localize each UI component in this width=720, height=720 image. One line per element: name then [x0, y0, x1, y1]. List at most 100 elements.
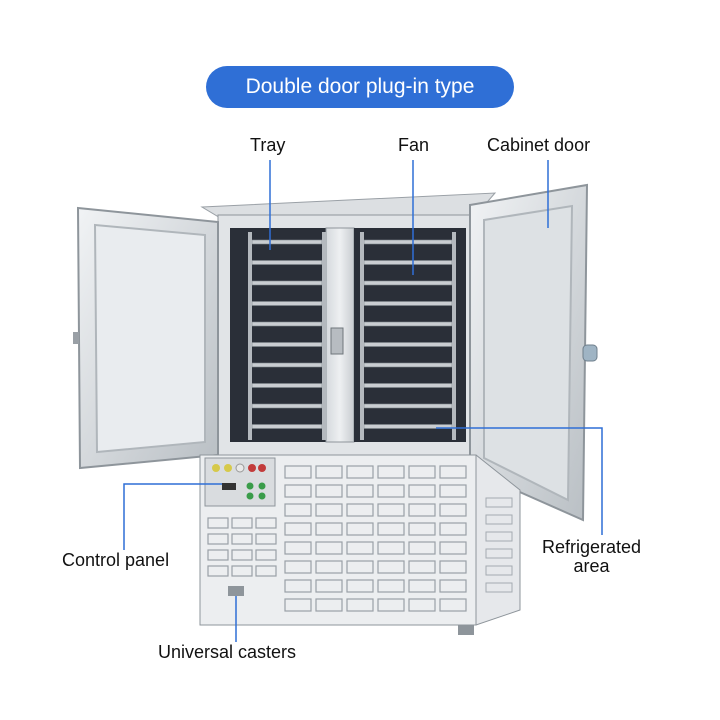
vent-slot [255, 533, 277, 545]
tray-shelf [251, 342, 323, 347]
vent-slot [485, 497, 513, 508]
vent-slot [346, 541, 374, 555]
vent-slot [231, 533, 253, 545]
vent-slot [485, 514, 513, 525]
vent-slot [315, 598, 343, 612]
tray-shelf [251, 362, 323, 368]
vent-slot [346, 522, 374, 536]
vent-slot [485, 548, 513, 559]
tray-rack-left [248, 232, 326, 440]
vent-slot [485, 565, 513, 576]
vent-slot [315, 560, 343, 574]
vent-slot [231, 549, 253, 561]
label-fan: Fan [398, 135, 430, 155]
vent-slot [408, 598, 436, 612]
vent-slot [377, 484, 405, 498]
indicator-light-icon [212, 464, 220, 472]
display-screen [222, 483, 236, 490]
vent-slot [439, 598, 467, 612]
control-button-icon [246, 492, 254, 500]
tray-shelf [363, 280, 453, 286]
vent-slot [346, 598, 374, 612]
indicator-light-icon [258, 464, 266, 472]
tray-shelf [251, 321, 323, 327]
vent-slot [284, 598, 312, 612]
vent-slot [346, 503, 374, 517]
tray-rack-right [360, 232, 456, 440]
vent-slot [346, 484, 374, 498]
tray-shelf [251, 383, 323, 388]
vent-slot [207, 517, 229, 529]
caster-icon [458, 625, 474, 635]
tray-shelf [363, 362, 453, 368]
label-universal-casters: Universal casters [158, 642, 297, 662]
vent-slot [408, 522, 436, 536]
rack-rail [322, 232, 326, 440]
vent-slot [377, 598, 405, 612]
tray-shelf [251, 260, 323, 265]
vent-slot [377, 522, 405, 536]
label-tray: Tray [250, 135, 286, 155]
indicator-light-icon [235, 463, 245, 473]
vent-slot [315, 579, 343, 593]
vent-slot [408, 560, 436, 574]
indicator-light-icon [224, 464, 232, 472]
vent-slot [439, 560, 467, 574]
vent-slot [284, 579, 312, 593]
vent-slot [315, 484, 343, 498]
vent-slot [284, 484, 312, 498]
vent-slot [284, 541, 312, 555]
tray-shelf [363, 321, 453, 327]
vent-slot [485, 582, 513, 593]
vent-slot [207, 533, 229, 545]
interior-left [230, 228, 326, 442]
front-vent-grille [207, 465, 467, 612]
vent-slot [377, 541, 405, 555]
vent-slot [439, 465, 467, 479]
interior-right [354, 228, 466, 442]
control-button-icon [258, 492, 266, 500]
vent-slot [377, 465, 405, 479]
label-control-panel: Control panel [62, 550, 170, 570]
label-refrigerated-line1: Refrigerated [542, 537, 642, 557]
vent-slot [231, 565, 253, 577]
vent-slot [377, 579, 405, 593]
tray-shelf [251, 424, 323, 429]
vent-slot [284, 465, 312, 479]
vent-slot [377, 503, 405, 517]
vent-slot [346, 465, 374, 479]
vent-slot [255, 517, 277, 529]
vent-slot [255, 549, 277, 561]
vent-slot [284, 522, 312, 536]
left-door-panel [93, 223, 206, 454]
tray-shelf [363, 383, 453, 388]
tray-shelf [251, 301, 323, 306]
vent-slot [439, 579, 467, 593]
right-door-panel [483, 204, 574, 502]
door-latch [330, 327, 344, 355]
vent-slot [315, 503, 343, 517]
vent-slot [231, 517, 253, 529]
tray-shelf [251, 403, 323, 409]
vent-slot [255, 565, 277, 577]
tray-shelf [251, 280, 323, 286]
tray-shelf [363, 342, 453, 347]
leader-line-control-panel [123, 483, 222, 550]
vent-slot [485, 531, 513, 542]
left-door-hinge-icon [73, 332, 79, 344]
tray-shelf [363, 260, 453, 265]
vent-slot [207, 565, 229, 577]
tray-shelf [363, 403, 453, 409]
control-button-icon [246, 482, 254, 490]
vent-slot [284, 560, 312, 574]
label-refrigerated-area: Refrigerated area [542, 538, 641, 576]
vent-slot [408, 484, 436, 498]
vent-slot [408, 579, 436, 593]
label-cabinet-door: Cabinet door [487, 135, 591, 155]
title-banner: Double door plug-in type [206, 66, 514, 108]
tray-shelf [251, 239, 323, 245]
tray-shelf [363, 239, 453, 245]
vent-slot [439, 522, 467, 536]
tray-shelf [363, 301, 453, 306]
